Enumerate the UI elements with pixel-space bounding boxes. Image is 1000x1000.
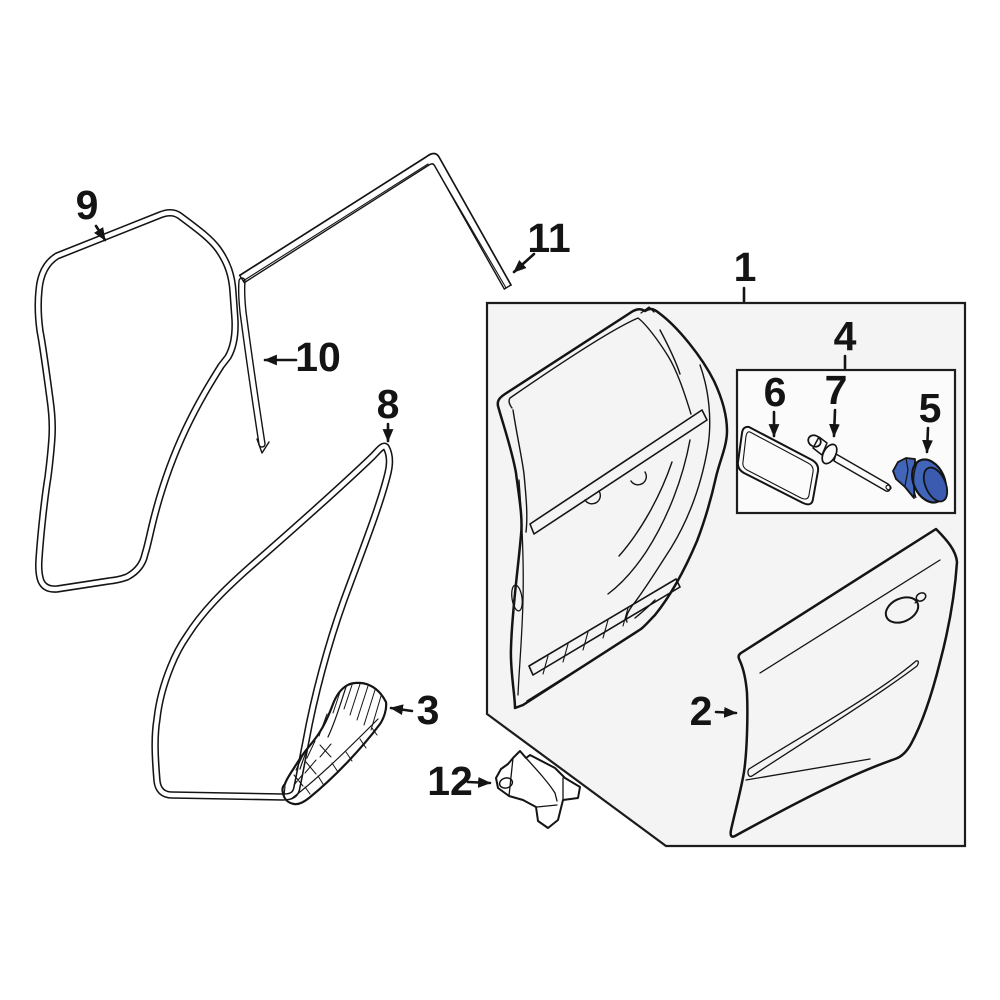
outer-panel-2-handle-link bbox=[914, 599, 919, 604]
callout-12-arrow bbox=[466, 777, 492, 788]
clip-12-outline bbox=[495, 750, 581, 829]
callout-5-label: 5 bbox=[919, 385, 942, 431]
outer-panel-2-handle-tab bbox=[915, 592, 927, 602]
outer-panel-2-lowerline bbox=[745, 758, 871, 781]
callout-7-label: 7 bbox=[825, 367, 848, 413]
rivet-7-pin-tip bbox=[885, 484, 892, 491]
callout-8-label: 8 bbox=[377, 381, 400, 427]
clip-5-flange-line bbox=[904, 457, 909, 487]
callout-7-arrow bbox=[829, 408, 840, 438]
callout-7: 7 bbox=[825, 367, 848, 438]
run-channel-10-11 bbox=[237, 152, 512, 454]
run-channel-leg-inner bbox=[239, 278, 265, 447]
door-shell bbox=[496, 306, 729, 710]
outer-panel-2-handle bbox=[884, 596, 920, 624]
callout-4: 4 bbox=[834, 313, 857, 370]
door-belt-bar bbox=[529, 409, 708, 535]
door-apex-cap bbox=[640, 306, 655, 314]
door-window-inner bbox=[508, 317, 692, 533]
clip-5-face bbox=[922, 466, 949, 503]
clip-5-rim bbox=[912, 460, 919, 499]
weatherstrip-9 bbox=[34, 209, 239, 593]
callout-12: 12 bbox=[427, 758, 492, 804]
bracket-3 bbox=[281, 681, 388, 806]
run-channel-top-third bbox=[242, 163, 507, 289]
outer-panel-2-molding bbox=[747, 660, 920, 778]
clip-12-details bbox=[508, 757, 564, 808]
door-left-hem bbox=[517, 479, 524, 696]
door-belt-notches bbox=[584, 471, 648, 505]
clip-5 bbox=[892, 457, 949, 504]
door-seal-8 bbox=[151, 442, 394, 801]
door-hinge-detail bbox=[511, 584, 523, 612]
rivet-7 bbox=[807, 434, 892, 492]
outer-panel-2 bbox=[729, 527, 959, 838]
run-channel-top-outer bbox=[238, 152, 512, 286]
callout-9: 9 bbox=[76, 182, 107, 242]
callout-9-arrow bbox=[93, 224, 107, 242]
pad-6-outline bbox=[736, 425, 820, 506]
door-inner-curves bbox=[526, 329, 711, 702]
callout-2: 2 bbox=[690, 688, 738, 734]
door-seal-8-inner bbox=[152, 444, 392, 800]
outer-panel-2-outline bbox=[729, 527, 959, 838]
door-shell-outline bbox=[496, 307, 729, 710]
callout-11: 11 bbox=[512, 215, 571, 274]
rivet-7-head bbox=[807, 434, 822, 448]
clip-12 bbox=[495, 750, 581, 829]
callout-8: 8 bbox=[377, 381, 400, 443]
callout-12-label: 12 bbox=[427, 758, 473, 804]
pad-6-inner bbox=[742, 431, 814, 500]
callouts: 1 2 3 4 5 6 7 8 bbox=[76, 182, 942, 804]
callout-2-label: 2 bbox=[690, 688, 713, 734]
clip-12-hole bbox=[498, 777, 514, 789]
callout-6-label: 6 bbox=[764, 369, 787, 415]
callout-10: 10 bbox=[263, 334, 341, 380]
callout-3-label: 3 bbox=[417, 687, 440, 733]
callout-5: 5 bbox=[919, 385, 942, 454]
callout-1: 1 bbox=[734, 244, 757, 303]
door-lower-bar-ticks bbox=[542, 607, 629, 675]
bracket-3-hatching bbox=[293, 683, 382, 795]
callout-9-label: 9 bbox=[76, 182, 99, 228]
callout-6: 6 bbox=[764, 369, 787, 438]
outer-panel-2-crease bbox=[759, 559, 941, 674]
callout-11-arrow bbox=[512, 252, 536, 274]
callout-1-label: 1 bbox=[734, 244, 757, 290]
weatherstrip-9-inner bbox=[36, 210, 238, 592]
bracket-3-outline bbox=[281, 681, 388, 806]
callout-2-arrow bbox=[714, 706, 738, 718]
callout-10-label: 10 bbox=[295, 334, 341, 380]
pad-6 bbox=[736, 425, 820, 506]
callout-3-arrow bbox=[389, 704, 414, 716]
callout-5-arrow bbox=[922, 426, 933, 454]
callout-4-label: 4 bbox=[834, 313, 857, 359]
callout-3: 3 bbox=[389, 687, 440, 733]
door-lower-bar bbox=[528, 578, 681, 676]
bracket-3-folds bbox=[283, 686, 379, 800]
run-channel-caps bbox=[239, 274, 512, 454]
